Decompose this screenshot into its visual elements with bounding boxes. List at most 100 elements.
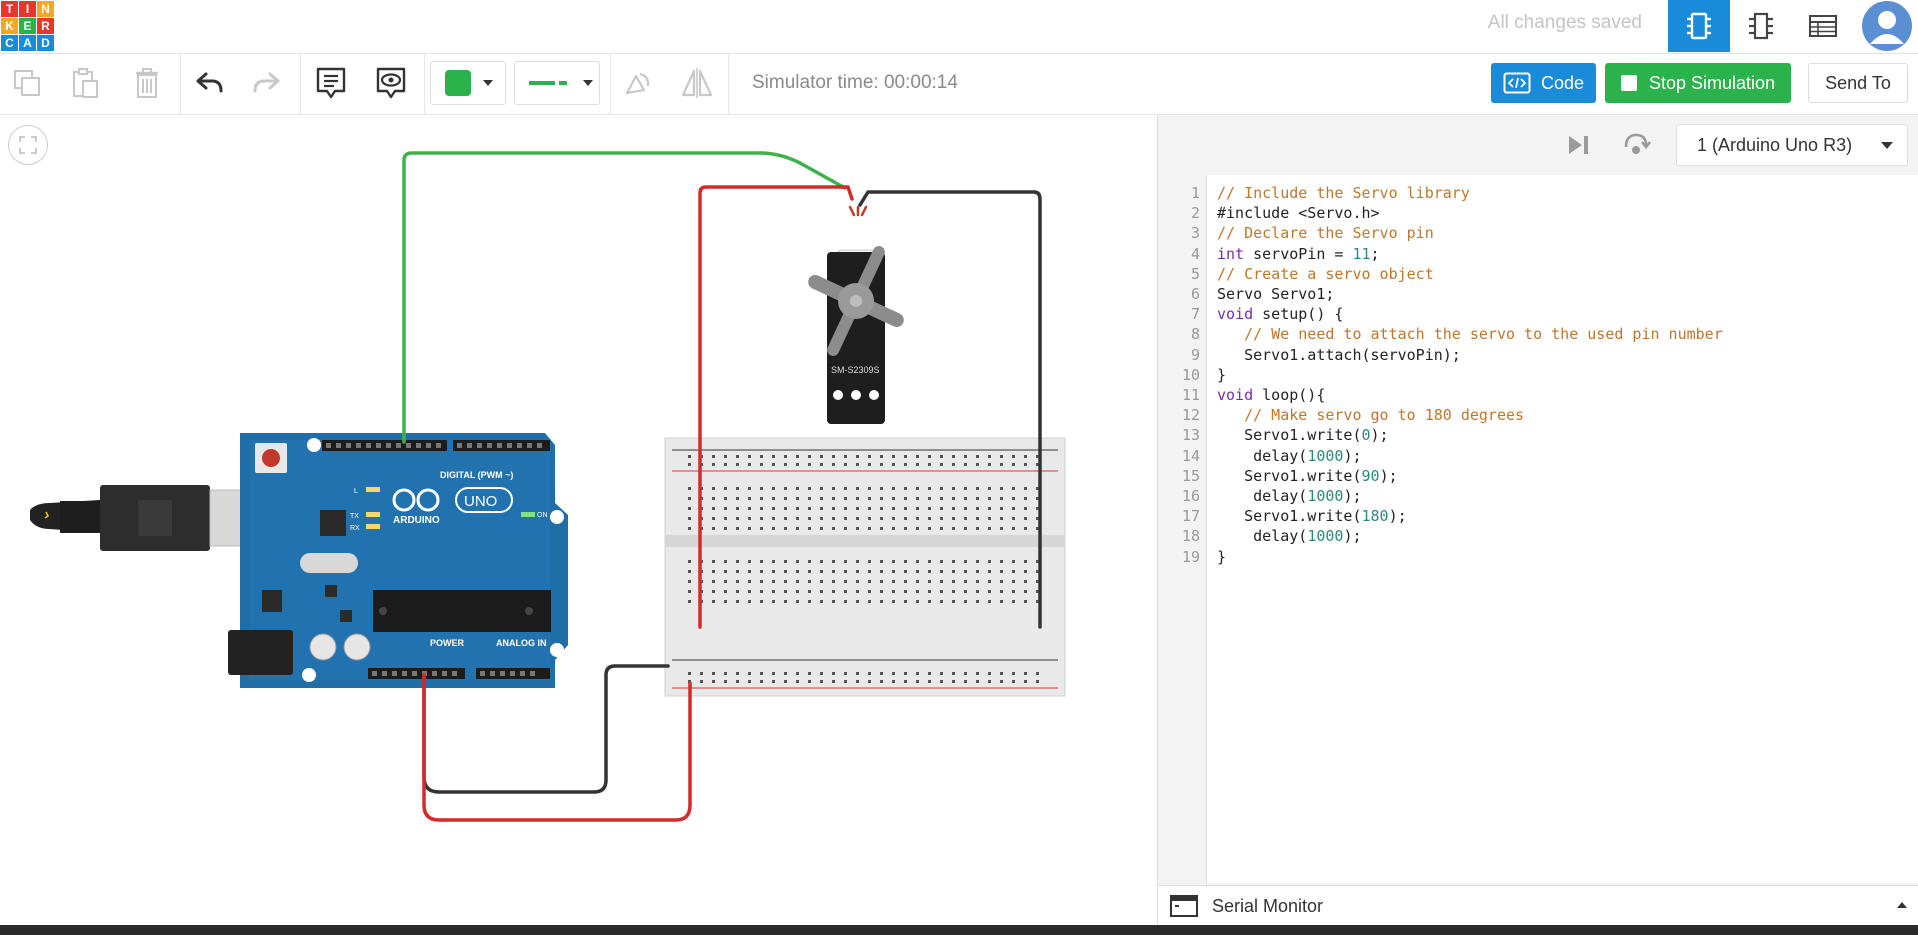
code-line[interactable]: // We need to attach the servo to the us…	[1244, 325, 1723, 344]
code-line[interactable]: }	[1217, 547, 1227, 566]
breadboard-hole	[880, 580, 883, 583]
breadboard-hole	[688, 463, 691, 466]
breadboard-hole	[820, 590, 823, 593]
chevron-up-icon[interactable]	[1897, 902, 1907, 908]
code-line[interactable]: // Include the Servo library	[1217, 184, 1470, 202]
breadboard-hole	[820, 463, 823, 466]
breadboard-hole	[1000, 580, 1003, 583]
breadboard-hole	[880, 560, 883, 563]
breadboard-hole	[748, 680, 751, 683]
logo-letter: C	[1, 35, 18, 51]
delete-icon	[136, 68, 158, 98]
breadboard-hole	[1000, 672, 1003, 675]
code-button[interactable]: Code	[1491, 63, 1596, 103]
breadboard-hole	[736, 560, 739, 563]
breadboard-hole	[976, 600, 979, 603]
wire-type-picker[interactable]	[514, 61, 600, 105]
breadboard-hole	[712, 487, 715, 490]
breadboard-hole	[880, 680, 883, 683]
breadboard-hole	[1036, 600, 1039, 603]
code-line[interactable]: Servo Servo1;	[1217, 285, 1335, 303]
breadboard-hole	[844, 497, 847, 500]
code-line[interactable]: #include <Servo.h>	[1217, 204, 1380, 223]
code-line[interactable]: void loop(){	[1217, 386, 1326, 404]
breadboard-hole	[952, 517, 955, 520]
breadboard-hole	[976, 497, 979, 500]
rotate-button[interactable]	[616, 62, 658, 104]
code-line[interactable]: }	[1217, 365, 1227, 384]
breadboard-hole	[904, 590, 907, 593]
servo-motor[interactable]: SM-S2309S	[806, 244, 906, 424]
undo-button[interactable]	[188, 62, 230, 104]
breadboard-hole	[772, 463, 775, 466]
breadboard[interactable]	[664, 437, 1066, 697]
code-line[interactable]: delay(1000);	[1217, 527, 1362, 546]
breadboard-hole	[832, 497, 835, 500]
breadboard-hole	[772, 455, 775, 458]
breadboard-hole	[832, 527, 835, 530]
color-picker[interactable]	[430, 61, 506, 105]
copy-button[interactable]	[6, 62, 48, 104]
code-line[interactable]: // Create a servo object	[1217, 264, 1434, 283]
breadboard-hole	[892, 463, 895, 466]
code-line[interactable]: // Make servo go to 180 degrees	[1244, 406, 1525, 425]
schematic-table-button[interactable]	[1792, 0, 1854, 52]
fit-view-button[interactable]	[8, 125, 48, 165]
breadboard-hole	[724, 560, 727, 563]
code-line[interactable]: delay(1000);	[1217, 446, 1362, 465]
breadboard-hole	[736, 570, 739, 573]
paste-button[interactable]	[64, 62, 106, 104]
breadboard-hole	[844, 590, 847, 593]
serial-monitor-bar[interactable]: Serial Monitor	[1158, 885, 1918, 926]
breadboard-hole	[700, 672, 703, 675]
step-forward-icon[interactable]	[1566, 133, 1592, 157]
ground-wire-top	[858, 190, 1042, 629]
breadboard-hole	[892, 590, 895, 593]
breadboard-hole	[1024, 497, 1027, 500]
code-line[interactable]: Servo1.attach(servoPin);	[1217, 345, 1461, 364]
code-line[interactable]: delay(1000);	[1217, 487, 1362, 505]
breadboard-hole	[928, 560, 931, 563]
breadboard-hole	[748, 672, 751, 675]
breadboard-hole	[736, 487, 739, 490]
send-to-button[interactable]: Send To	[1808, 63, 1908, 103]
stop-simulation-button[interactable]: Stop Simulation	[1605, 63, 1791, 103]
line-number: 6	[1190, 285, 1200, 303]
circuit-view-button[interactable]	[1668, 0, 1730, 52]
delete-button[interactable]	[126, 62, 168, 104]
breadboard-hole	[988, 463, 991, 466]
redo-button[interactable]	[246, 62, 288, 104]
code-line[interactable]: void setup() {	[1217, 305, 1344, 324]
code-text-area[interactable]: // Include the Servo library #include <Se…	[1207, 175, 1918, 883]
breadboard-hole	[748, 600, 751, 603]
component-list-button[interactable]	[1730, 0, 1792, 52]
notes-visibility-button[interactable]	[370, 62, 412, 104]
breadboard-hole	[712, 527, 715, 530]
flip-button[interactable]	[676, 62, 718, 104]
code-line[interactable]: Servo1.write(180);	[1217, 507, 1407, 526]
wires[interactable]	[402, 151, 1042, 822]
breadboard-hole	[1000, 455, 1003, 458]
board-select[interactable]: 1 (Arduino Uno R3)	[1676, 124, 1908, 166]
note-button[interactable]	[310, 62, 352, 104]
breadboard-hole	[844, 680, 847, 683]
step-over-icon[interactable]	[1621, 131, 1651, 159]
circuit-canvas[interactable]: DIGITAL (PWM ~) ARDUINO UNO L TX RX ON	[0, 115, 1157, 925]
breadboard-hole	[1000, 570, 1003, 573]
breadboard-hole	[784, 497, 787, 500]
code-line[interactable]: Servo1.write(90);	[1217, 466, 1398, 485]
arduino-uno-board[interactable]: DIGITAL (PWM ~) ARDUINO UNO L TX RX ON	[228, 433, 568, 688]
breadboard-hole	[688, 497, 691, 500]
breadboard-hole	[820, 600, 823, 603]
user-avatar[interactable]	[1856, 0, 1918, 52]
code-line[interactable]: int servoPin = 11;	[1217, 244, 1380, 263]
code-line[interactable]: Servo1.write(0);	[1217, 426, 1389, 445]
breadboard-hole	[976, 517, 979, 520]
breadboard-hole	[904, 570, 907, 573]
breadboard-hole	[868, 497, 871, 500]
breadboard-hole	[1000, 517, 1003, 520]
breadboard-hole	[868, 590, 871, 593]
code-line[interactable]: // Declare the Servo pin	[1217, 224, 1434, 243]
